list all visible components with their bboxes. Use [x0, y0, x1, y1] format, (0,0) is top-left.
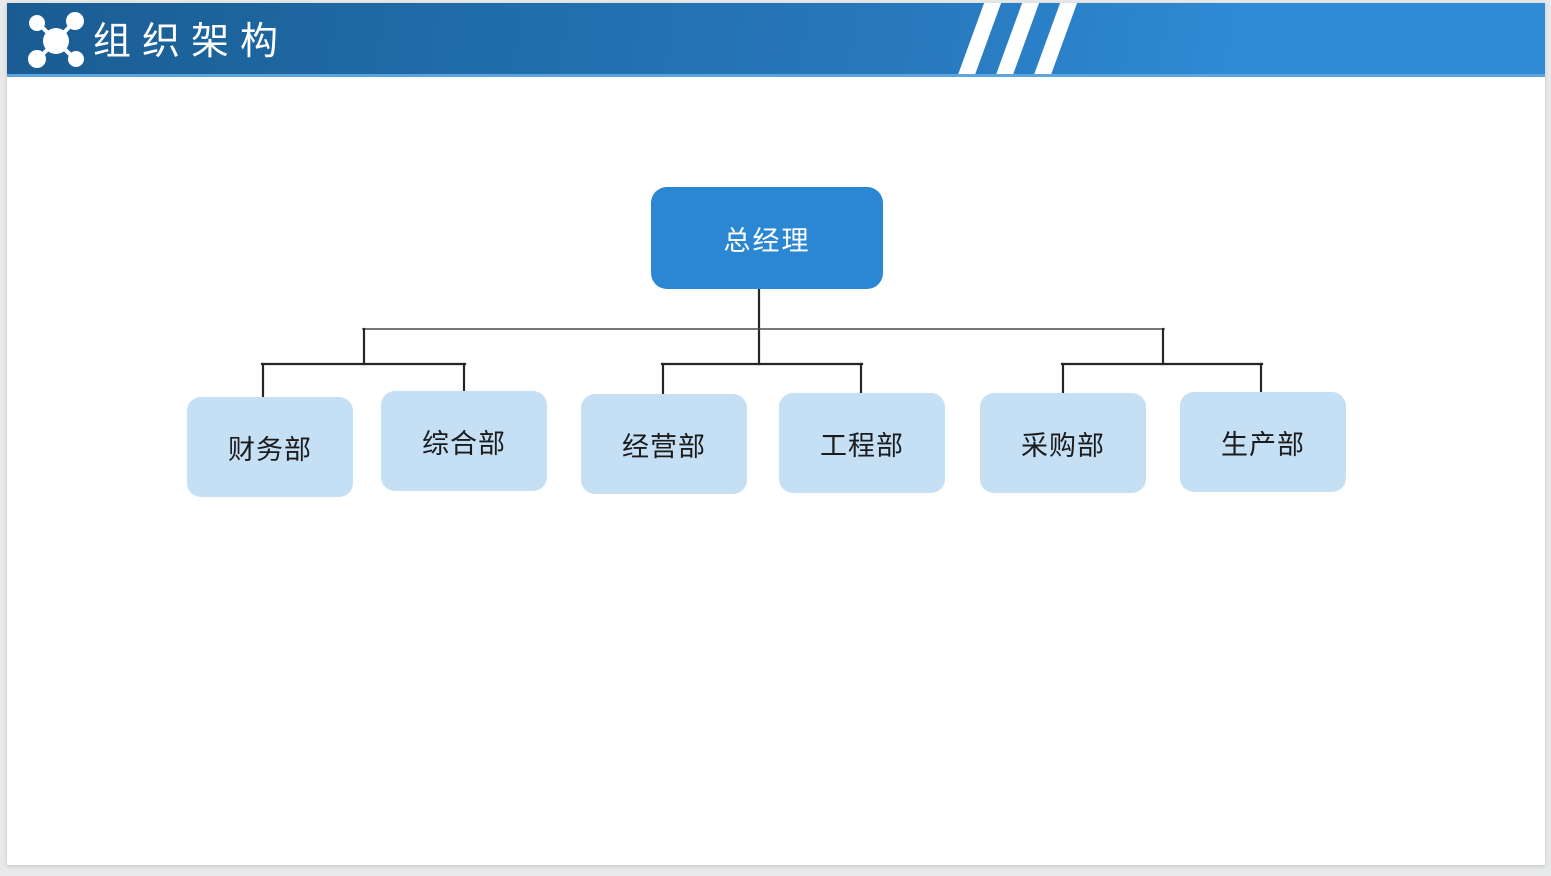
slash-1-icon: [952, 3, 1007, 74]
org-node-root[interactable]: 总经理: [651, 187, 883, 289]
slash-2-icon: [990, 3, 1045, 74]
slide-header: 组织架构: [7, 3, 1545, 74]
page-title: 组织架构: [93, 21, 290, 63]
org-chart-connectors: [260, 287, 1264, 401]
slash-3-icon: [1028, 3, 1083, 74]
org-chart: 总经理 财务部 综合部 经营部 工程部 采购部 生产部: [7, 74, 1545, 865]
slide-card: 组织架构: [7, 3, 1545, 865]
header-decor-slashes: [952, 3, 1137, 74]
org-node-engineering[interactable]: 工程部: [779, 393, 945, 493]
org-node-finance[interactable]: 财务部: [187, 397, 353, 497]
header-bottom-rule: [7, 74, 1545, 77]
org-node-operations[interactable]: 经营部: [581, 394, 747, 494]
org-node-general-affairs[interactable]: 综合部: [381, 391, 547, 491]
network-nodes-icon: [28, 12, 84, 68]
org-node-procurement[interactable]: 采购部: [980, 393, 1146, 493]
org-node-production[interactable]: 生产部: [1180, 392, 1346, 492]
